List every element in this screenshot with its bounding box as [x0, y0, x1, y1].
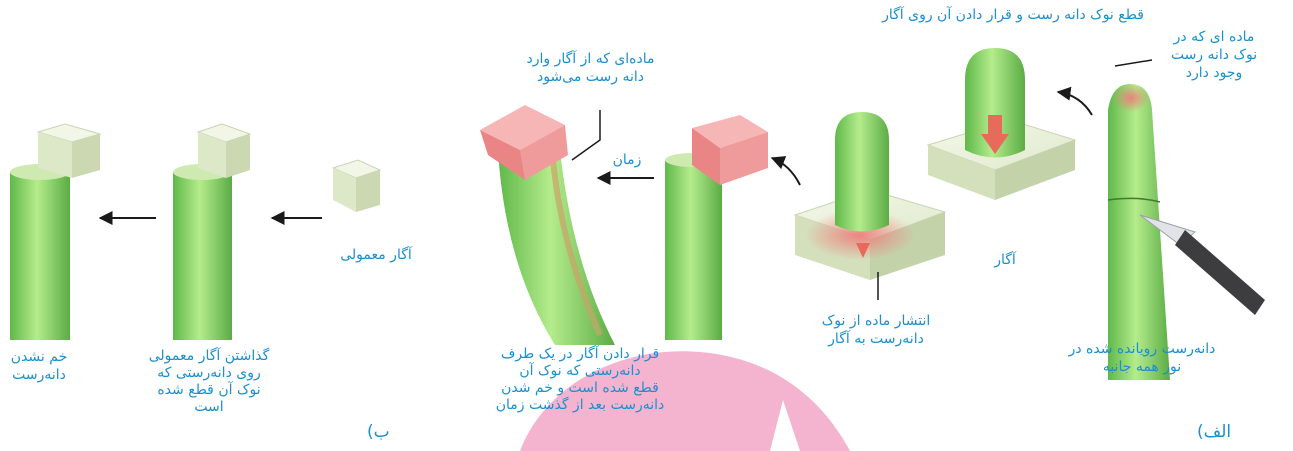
unbent-stem — [10, 124, 100, 340]
bent-stem — [480, 105, 615, 345]
label-diffusion: انتشار ماده از نوک دانه‌رست به آگار — [806, 312, 946, 348]
label-plain-agar: آگار معمولی — [330, 246, 422, 264]
label-substance-enters: ماده‌ای که از آگار وارد دانه رست می‌شود — [488, 50, 693, 86]
pointer-substance — [572, 110, 600, 160]
cut-tip-on-agar — [928, 48, 1075, 200]
label-stem-lit: دانه‌رست رویانده شده در نور همه جانبه — [1046, 340, 1238, 376]
label-no-bend: خم نشدن دانه‌رست — [0, 348, 78, 384]
part-label-alef: الف) — [1197, 422, 1231, 442]
plain-agar-block — [333, 160, 380, 212]
label-place-plain: گذاشتن آگار معمولی روی دانه‌رستی که نوک … — [124, 348, 294, 416]
label-cut-tip: قطع نوک دانه رست و قرار دادن آن روی آگار — [858, 6, 1168, 24]
arrow-cut — [1058, 92, 1092, 115]
diffusion-agar — [795, 112, 945, 280]
label-time: زمان — [604, 151, 650, 169]
pointer-tip-substance — [1115, 60, 1152, 66]
label-agar: آگار — [981, 251, 1029, 269]
stem-with-treated-agar — [665, 115, 768, 340]
part-label-be: ب) — [367, 422, 390, 442]
arrow-transfer — [772, 158, 800, 185]
stem-with-plain-agar — [173, 124, 250, 340]
label-tip-substance: ماده ای که در نوک دانه رست وجود دارد — [1160, 28, 1268, 82]
label-bending: قرار دادن آگار در یک طرف دانه‌رستی که نو… — [455, 346, 705, 414]
stem-with-tip — [1108, 84, 1170, 380]
